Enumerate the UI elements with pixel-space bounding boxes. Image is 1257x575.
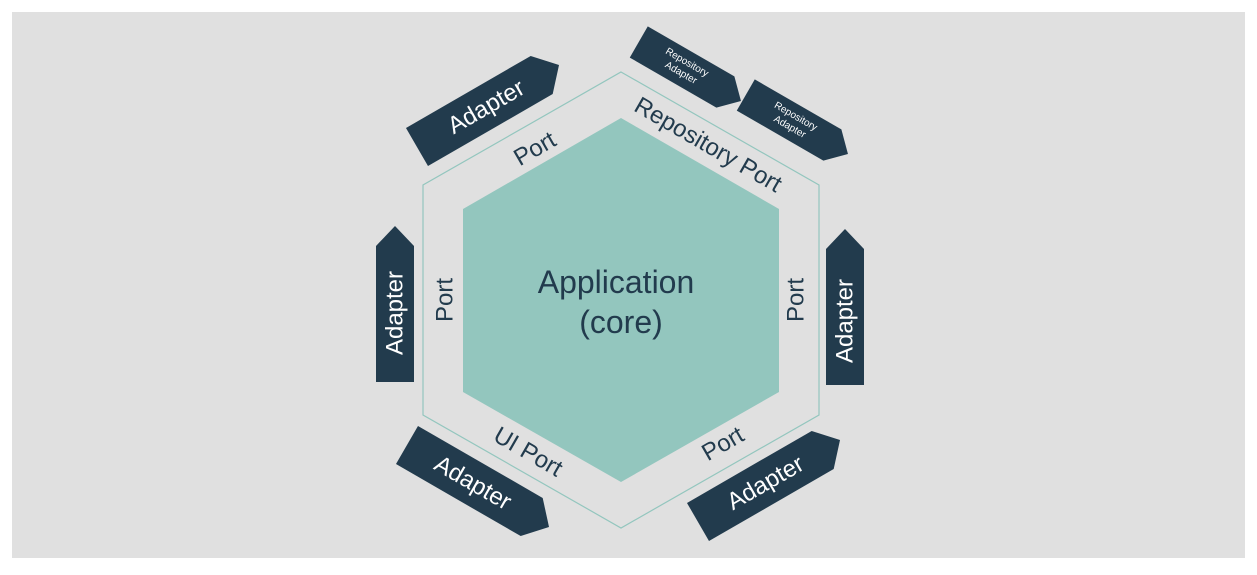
adapter-left: Adapter	[376, 226, 414, 382]
application-core-hexagon	[463, 118, 779, 482]
adapter-label: Adapter	[832, 279, 859, 363]
port-label-left: Port	[432, 278, 459, 322]
adapter-arrow-shape	[395, 425, 550, 537]
adapter-arrow-shape	[686, 430, 841, 542]
adapter-label: Adapter	[382, 271, 409, 355]
core-label-line1: Application	[538, 264, 695, 300]
adapter-arrow-shape	[629, 26, 741, 108]
adapter-arrow-shape	[826, 229, 864, 385]
adapter-arrow-shape	[736, 79, 848, 161]
port-label-right: Port	[783, 278, 810, 322]
adapter-arrow-shape	[405, 55, 560, 167]
core-label-line2: (core)	[579, 304, 663, 340]
adapter-right: Adapter	[826, 229, 864, 385]
port-ring	[422, 71, 820, 529]
adapter-arrow-shape	[376, 226, 414, 382]
